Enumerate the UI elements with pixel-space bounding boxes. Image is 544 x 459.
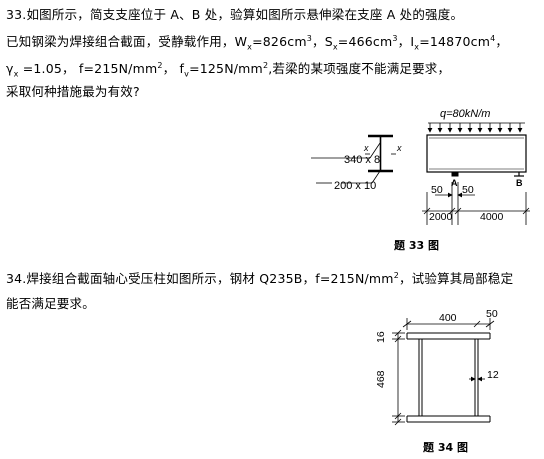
fig34-caption: 题 34 图 [423,441,468,454]
fig33-caption: 题 33 图 [394,239,439,252]
fig33-load-arrows [427,122,525,133]
q33-line-3: γx =1.05， f=215N/mm2， fv=125N/mm2,若梁的某项强… [6,60,451,79]
fig33-support-b-label: B [516,178,523,188]
fig33-dim-50-left: 50 [431,184,443,196]
fig34-dim-height: 468 [375,370,387,388]
fig33-dim-2000: 2000 [429,211,453,223]
q33-line-4: 采取何种措施最为有效? [6,84,140,99]
fig34-dim-width: 400 [439,312,457,324]
fig33-cross-section [341,134,396,184]
fig34-dim-web-thickness: 12 [487,369,499,381]
fig33-beam [426,134,527,177]
fig33-support-a-label: A [451,178,458,188]
fig33-load-label: q=80kN/m [440,108,490,120]
fig33-flange-label: 340 x 8 [344,154,380,166]
fig33-dimension-lines [422,182,530,225]
fig34-dim-overhang: 50 [486,308,498,320]
fig34-cross-section [406,332,491,423]
fig33-axis-label-left: x [363,143,369,153]
fig33-dim-4000: 4000 [480,211,504,223]
fig33-web-label: 200 x 10 [334,180,376,192]
fig33-dim-50-right: 50 [462,184,474,196]
fig34-dimension-lines [392,318,495,426]
q33-line-2: 已知钢梁为焊接组合截面，受静载作用，Wx=826cm3，Sx=466cm3，Ix… [6,33,509,52]
fig33-axis-label-right: x [396,143,402,153]
q34-line-1: 34.焊接组合截面轴心受压柱如图所示，钢材 Q235B，f=215N/mm2，试… [6,270,514,286]
fig34-dim-flange-thickness: 16 [375,331,387,343]
q34-line-2: 能否满足要求。 [6,296,95,311]
q33-line-1: 33.如图所示，简支支座位于 A、B 处，验算如图所示悬伸梁在支座 A 处的强度… [6,7,464,22]
